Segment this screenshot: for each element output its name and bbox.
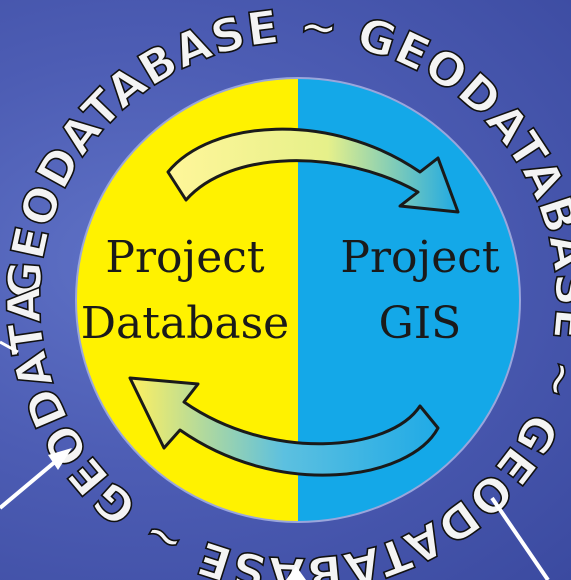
pointer-arrowhead-bottom [286, 566, 306, 580]
pointer-line-left [0, 454, 64, 510]
pointer-arrowhead-left [48, 448, 72, 470]
pointer-line-right [490, 496, 550, 580]
pointer-line-left-top [0, 340, 19, 354]
circle-outline [75, 77, 521, 523]
pointer-arrows [0, 340, 550, 580]
bottom-cycle-arrow [128, 376, 440, 477]
left-label-line2: Database [81, 298, 289, 349]
left-label-line1: Project [105, 232, 264, 283]
right-label-line1: Project [340, 232, 499, 283]
top-cycle-arrow [166, 127, 460, 214]
right-label-line2: GIS [379, 298, 462, 349]
